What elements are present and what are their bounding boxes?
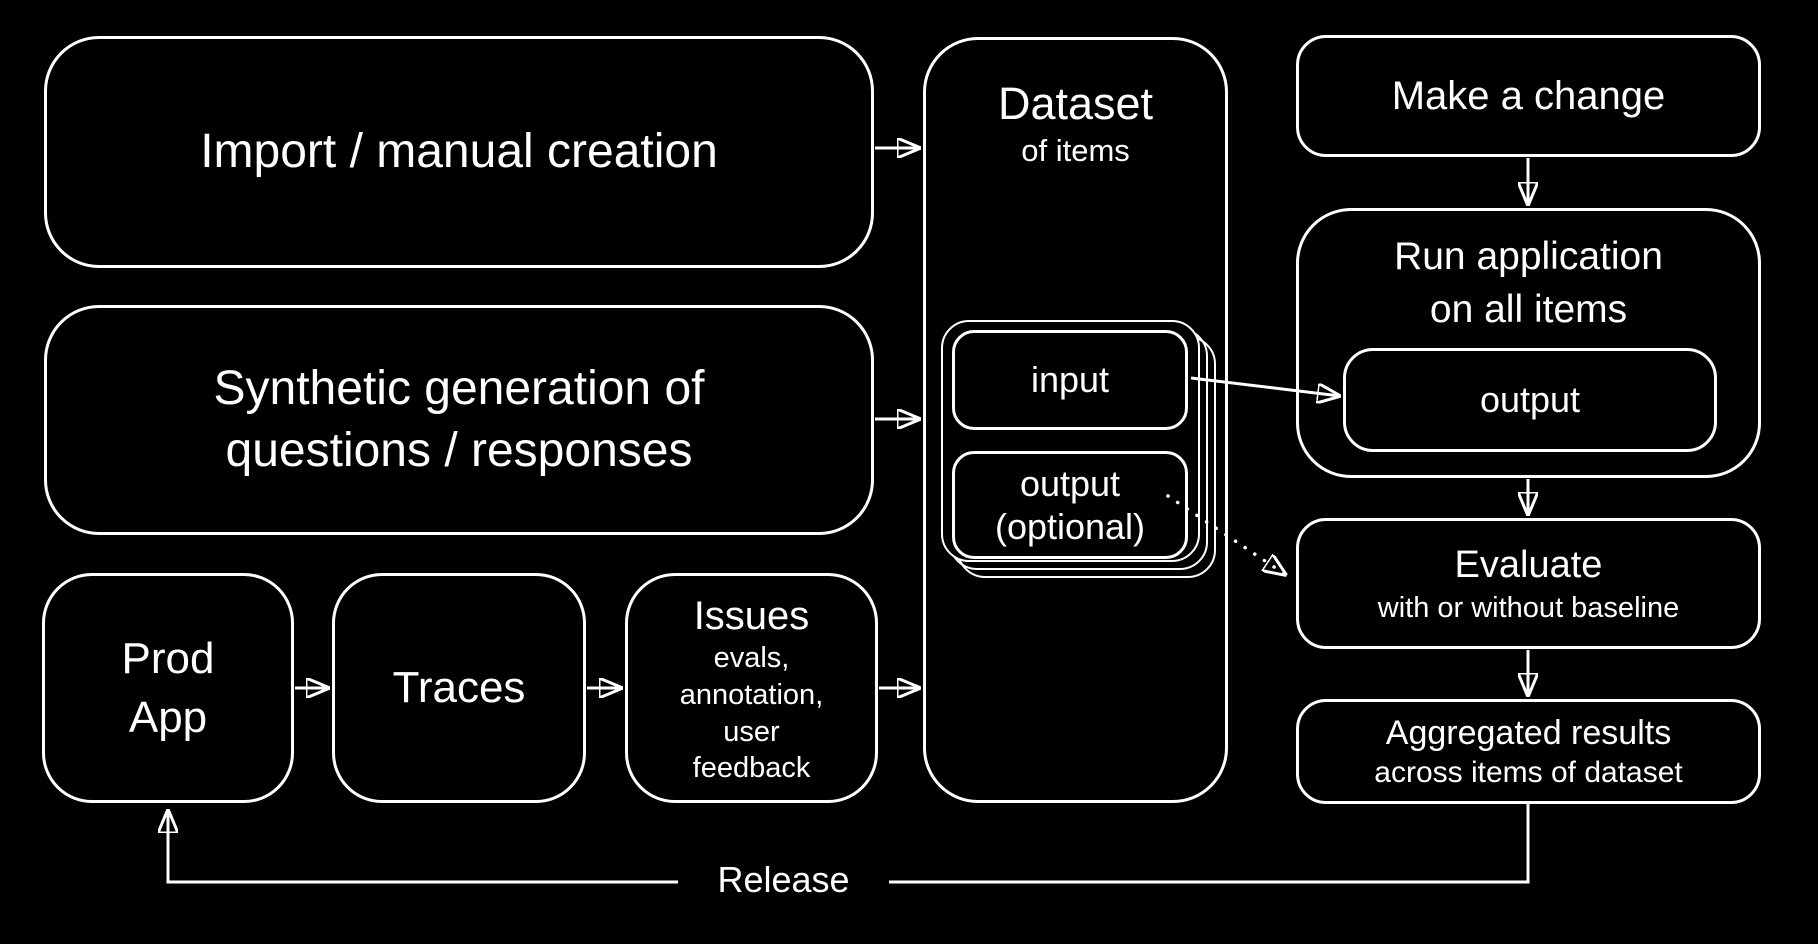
box-aggregated-results: Aggregated results across items of datas… xyxy=(1296,699,1761,804)
item-output-label-line2: (optional) xyxy=(994,506,1146,547)
run-output-label: output xyxy=(1479,379,1581,421)
issues-detail-user: user xyxy=(723,715,780,748)
box-run-application: Run application on all items output xyxy=(1296,208,1761,478)
run-output-box: output xyxy=(1343,348,1717,452)
box-evaluate: Evaluate with or without baseline xyxy=(1296,518,1761,649)
release-label: Release xyxy=(717,859,850,900)
issues-title: Issues xyxy=(693,594,810,638)
run-application-label-line1: Run application xyxy=(1394,235,1663,278)
dataset-title: Dataset xyxy=(997,78,1154,129)
issues-detail-feedback: feedback xyxy=(692,752,811,785)
box-import-manual-creation: Import / manual creation xyxy=(44,36,874,268)
run-application-label-line2: on all items xyxy=(1429,287,1628,331)
item-output-box: output (optional) xyxy=(952,451,1188,559)
box-make-a-change: Make a change xyxy=(1296,35,1761,157)
issues-detail-annotation: annotation, xyxy=(679,678,824,711)
item-input-box: input xyxy=(952,330,1188,430)
traces-label: Traces xyxy=(392,663,526,713)
release-line-right xyxy=(889,804,1530,884)
synthetic-label-line2: questions / responses xyxy=(225,424,693,477)
box-issues: Issues evals, annotation, user feedback xyxy=(625,573,878,803)
evaluate-title: Evaluate xyxy=(1454,543,1603,586)
item-output-label-line1: output xyxy=(1019,462,1121,504)
import-label: Import / manual creation xyxy=(200,124,718,178)
item-input-label: input xyxy=(1030,359,1110,401)
box-prod-app: Prod App xyxy=(42,573,294,803)
dataset-item-card: input output (optional) xyxy=(941,320,1200,562)
issues-detail-evals: evals, xyxy=(713,642,790,674)
release-line-left-to-prodapp xyxy=(168,810,678,884)
box-synthetic-generation: Synthetic generation of questions / resp… xyxy=(44,305,874,535)
evaluate-subtitle: with or without baseline xyxy=(1377,592,1680,625)
dataset-subtitle: of items xyxy=(1021,133,1130,169)
make-a-change-label: Make a change xyxy=(1391,74,1666,118)
prod-app-label-line2: App xyxy=(128,693,208,742)
aggregated-results-subtitle: across items of dataset xyxy=(1374,755,1683,789)
aggregated-results-title: Aggregated results xyxy=(1385,714,1672,753)
synthetic-label-line1: Synthetic generation of xyxy=(213,361,705,415)
box-traces: Traces xyxy=(332,573,586,803)
prod-app-label-line1: Prod xyxy=(121,633,215,683)
